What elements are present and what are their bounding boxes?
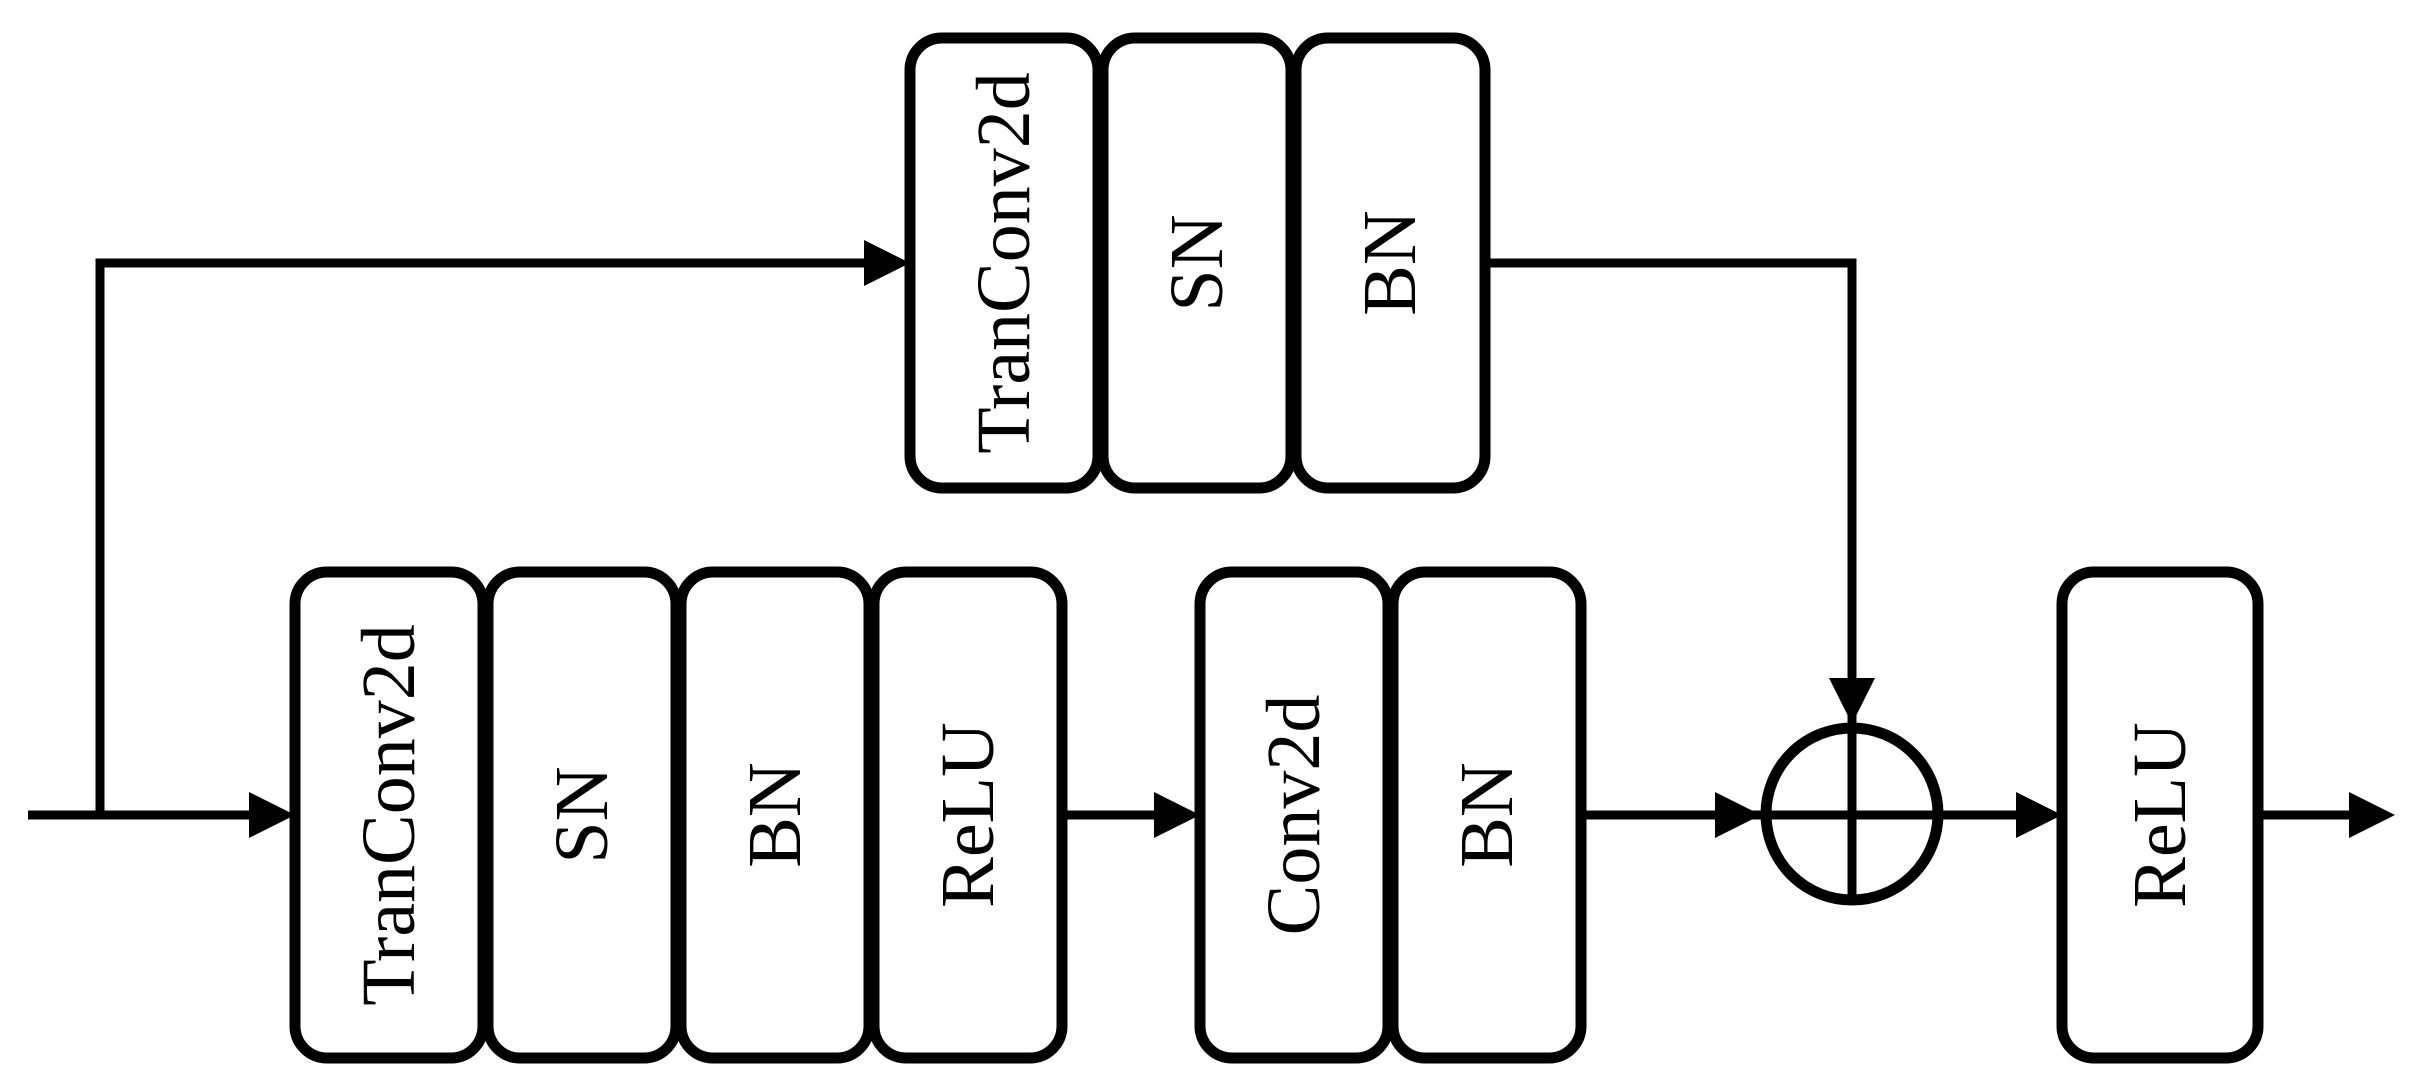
block-bn-skip-box	[1290, 32, 1491, 494]
block-tranconv2d-skip: TranConv2d	[904, 32, 1104, 494]
block-bn2: BN	[1387, 566, 1587, 1064]
block-sn-main: SN	[482, 566, 682, 1064]
block-bn-skip: BN	[1290, 32, 1491, 494]
skip-arrowhead-icon	[864, 240, 910, 286]
block-relu-output-box	[2056, 566, 2264, 1064]
add-left-arrowhead-icon	[1715, 792, 1761, 838]
block-conv2d: Conv2d	[1194, 566, 1394, 1064]
block-sn-main-label: SN	[540, 766, 624, 863]
block-bn2-box	[1387, 566, 1587, 1064]
block-relu-main-label: ReLU	[926, 722, 1010, 908]
block-tranconv2d-main: TranConv2d	[289, 566, 489, 1064]
add-top-arrowhead-icon	[1829, 678, 1875, 724]
block-bn-main-label: BN	[733, 762, 817, 868]
relu-in-arrowhead-icon	[2016, 792, 2062, 838]
block-bn2-label: BN	[1445, 762, 1529, 868]
block-tranconv2d-skip-label: TranConv2d	[962, 72, 1046, 453]
block-bn-main: BN	[675, 566, 875, 1064]
output-arrowhead-icon	[2349, 792, 2395, 838]
block-relu-output-label: ReLU	[2118, 722, 2202, 908]
block-tranconv2d-main-label: TranConv2d	[347, 624, 431, 1005]
block-relu-main-box	[868, 566, 1068, 1064]
block-relu-main: ReLU	[868, 566, 1068, 1064]
block-relu-output: ReLU	[2056, 566, 2264, 1064]
block-bn-skip-label: BN	[1348, 210, 1432, 316]
skip-branch-line	[95, 258, 866, 815]
stage2-arrowhead-icon	[1154, 792, 1200, 838]
block-sn-skip-label: SN	[1155, 214, 1239, 311]
input-arrowhead-icon	[249, 792, 295, 838]
block-conv2d-label: Conv2d	[1252, 695, 1336, 936]
block-sn-skip: SN	[1097, 32, 1297, 494]
